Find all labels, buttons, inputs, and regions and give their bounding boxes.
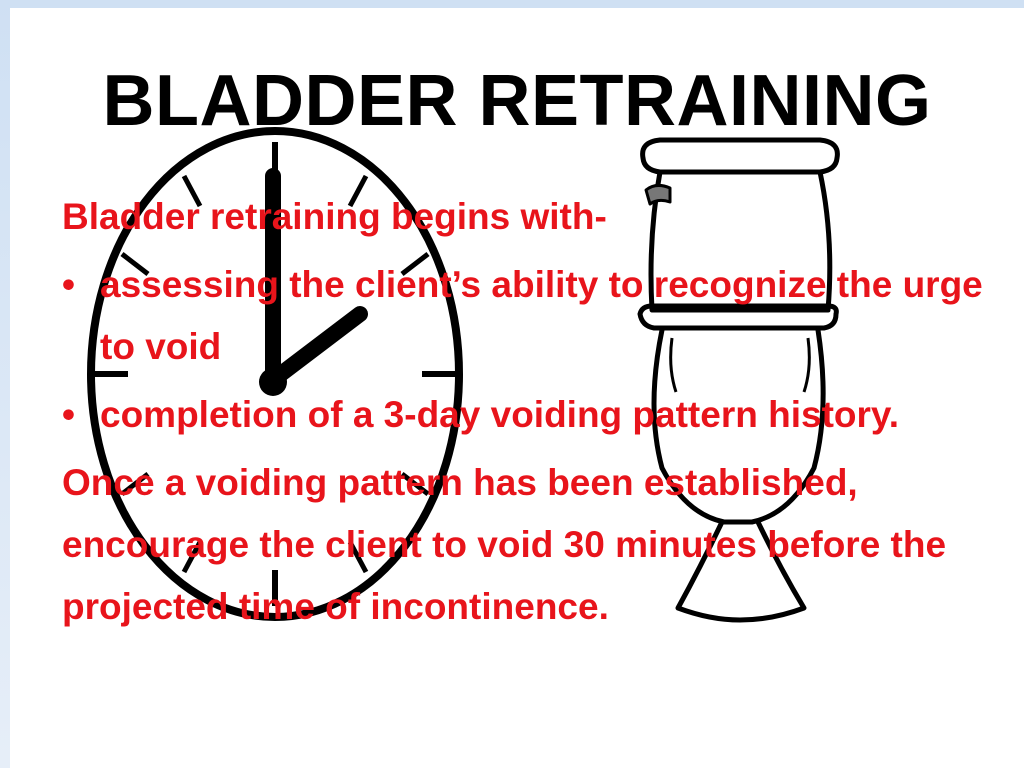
slide-body: Bladder retraining begins with- • assess… bbox=[62, 186, 992, 638]
illustrations bbox=[87, 127, 840, 623]
bullet-item: • completion of a 3-day voiding pattern … bbox=[62, 384, 992, 446]
bullet-item: • assessing the client’s ability to reco… bbox=[62, 254, 992, 378]
toilet-icon bbox=[637, 137, 840, 623]
bullet-text: assessing the client’s ability to recogn… bbox=[100, 264, 983, 367]
slide-title: BLADDER RETRAINING bbox=[102, 61, 932, 141]
bullet-symbol: • bbox=[62, 394, 75, 435]
closing-text: Once a voiding pattern has been establis… bbox=[62, 462, 947, 627]
bullet-text: completion of a 3-day voiding pattern hi… bbox=[100, 394, 900, 435]
slide: BLADDER RETRAINING Bladder retraining be… bbox=[10, 8, 1024, 768]
intro-text: Bladder retraining begins with- bbox=[62, 196, 607, 237]
bullet-symbol: • bbox=[62, 264, 75, 305]
clock-icon bbox=[87, 127, 463, 621]
